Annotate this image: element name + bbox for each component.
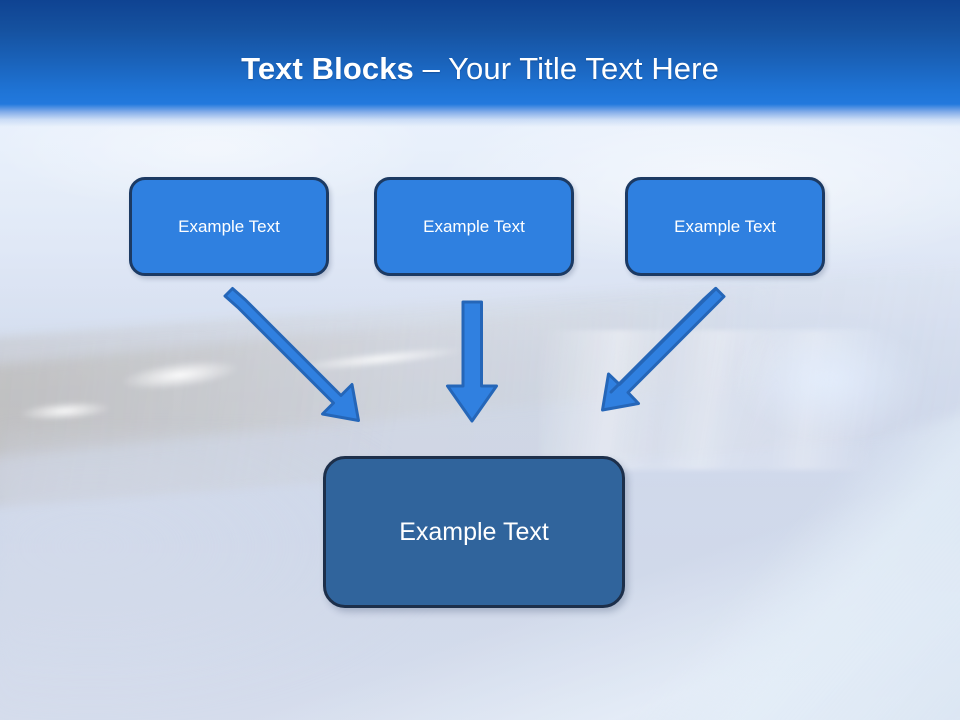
top-box-1-label: Example Text <box>178 216 280 236</box>
bottom-box-label: Example Text <box>399 517 549 546</box>
top-box-2[interactable]: Example Text <box>374 177 574 276</box>
page-title-regular: – Your Title Text Here <box>413 51 719 86</box>
page-title: Text Blocks – Your Title Text Here <box>0 53 960 84</box>
top-box-1[interactable]: Example Text <box>129 177 329 276</box>
bottom-box[interactable]: Example Text <box>323 456 625 608</box>
title-banner <box>0 0 960 104</box>
title-banner-fade <box>0 104 960 130</box>
top-box-3[interactable]: Example Text <box>625 177 825 276</box>
page-title-bold: Text Blocks <box>241 51 414 86</box>
background-glow-right <box>730 320 930 440</box>
top-box-3-label: Example Text <box>674 216 776 236</box>
top-box-2-label: Example Text <box>423 216 525 236</box>
